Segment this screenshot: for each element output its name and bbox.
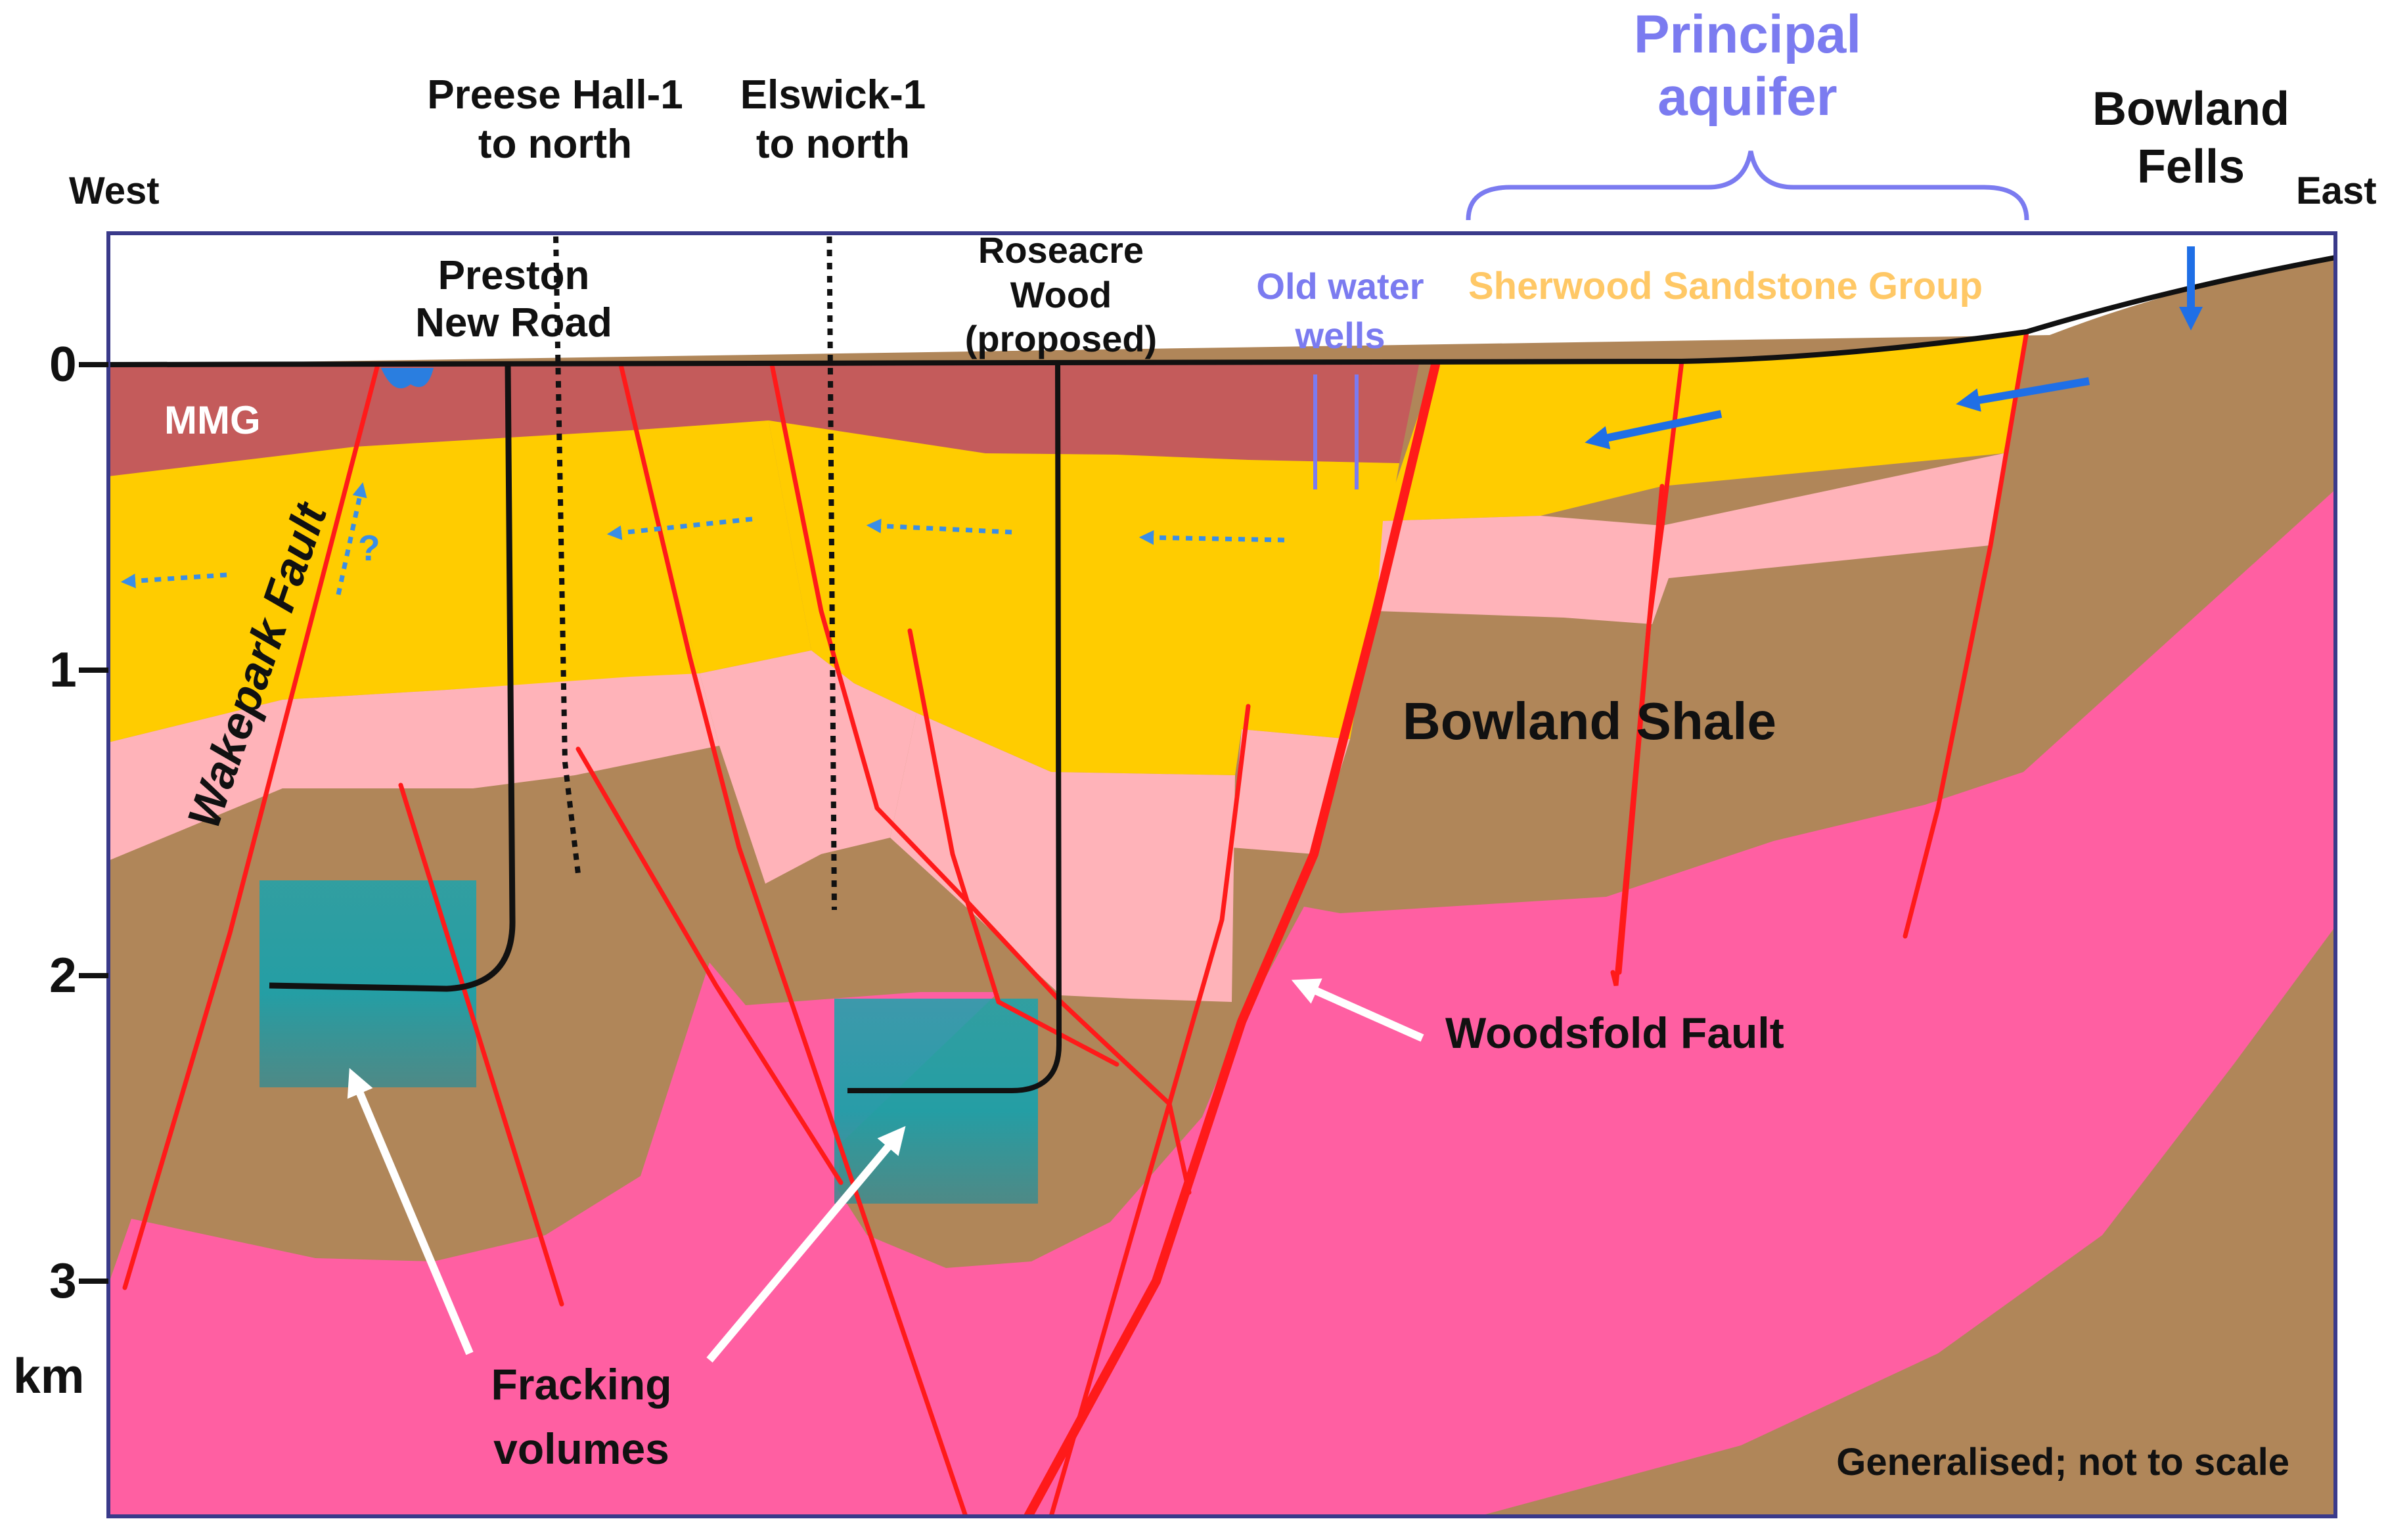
label-bowland-fells-1: Bowland bbox=[2092, 83, 2289, 135]
depth-unit: km bbox=[13, 1348, 84, 1403]
fault-line bbox=[618, 362, 968, 1516]
dotted-flow-arrow-up bbox=[336, 482, 367, 595]
label-bowland-fells-2: Fells bbox=[2137, 141, 2245, 193]
dotted-flow-arrow bbox=[120, 572, 227, 589]
aquifer-brace bbox=[1466, 150, 2029, 221]
fault-line bbox=[398, 782, 564, 1307]
dotted-elswick bbox=[826, 233, 837, 911]
sherwood-sandstone-mid bbox=[631, 420, 811, 673]
label-woodsfold-fault: Woodsfold Fault bbox=[1445, 1008, 1784, 1057]
wakepark-fault-line bbox=[122, 362, 380, 1290]
flow-arrow-east bbox=[1956, 377, 2090, 412]
well-roseacre-wood bbox=[847, 364, 1062, 1093]
pointer-frack-east bbox=[706, 1125, 906, 1363]
label-fracking-volumes-2: volumes bbox=[493, 1424, 669, 1473]
question-mark: ? bbox=[358, 528, 380, 568]
sherwood-sandstone-east bbox=[1383, 332, 2027, 521]
label-old-water-wells-1: Old water bbox=[1256, 265, 1424, 307]
pointer-frack-west bbox=[347, 1068, 474, 1355]
label-preston-new-road-1: Preston bbox=[438, 253, 590, 298]
label-principal-aquifer-2: aquifer bbox=[1657, 67, 1837, 127]
label-elswick-2: to north bbox=[756, 122, 910, 167]
label-sherwood-sandstone: Sherwood Sandstone Group bbox=[1468, 265, 1983, 307]
strata-group bbox=[108, 233, 2335, 1516]
depth-axis: 0 1 2 3 km bbox=[13, 336, 108, 1403]
label-roseacre-2: Wood bbox=[1010, 274, 1112, 315]
ground-surface bbox=[108, 255, 2336, 367]
label-elswick-1: Elswick-1 bbox=[740, 72, 926, 118]
woodsfold-fault-line bbox=[1024, 360, 1440, 1516]
pointer-woodsfold bbox=[1291, 978, 1424, 1042]
pink-layer-mid bbox=[700, 650, 916, 884]
pink-layer-east bbox=[1376, 453, 2004, 624]
label-east: East bbox=[2296, 170, 2377, 212]
surface-water-pond bbox=[381, 368, 434, 389]
mmg-layer bbox=[108, 365, 1419, 476]
dotted-flow-arrow bbox=[606, 516, 753, 540]
basement-layer bbox=[108, 489, 2335, 1516]
label-fracking-volumes-1: Fracking bbox=[491, 1360, 671, 1409]
well-preston-new-road bbox=[269, 364, 516, 992]
label-preston-new-road-2: New Road bbox=[415, 300, 612, 346]
depth-label-2: 2 bbox=[49, 947, 77, 1003]
dotted-flow-arrow bbox=[1138, 530, 1285, 545]
label-bowland-shale: Bowland Shale bbox=[1403, 692, 1776, 750]
pink-layer-west bbox=[108, 673, 719, 861]
label-preese-hall-2: to north bbox=[478, 122, 632, 167]
fault-line bbox=[1048, 704, 1251, 1516]
label-roseacre-3: (proposed) bbox=[965, 318, 1157, 359]
depth-label-0: 0 bbox=[49, 336, 77, 392]
label-west: West bbox=[69, 170, 160, 212]
sherwood-sandstone-west bbox=[108, 430, 700, 742]
label-note: Generalised; not to scale bbox=[1836, 1441, 2289, 1483]
label-old-water-wells-2: wells bbox=[1295, 315, 1385, 356]
depth-label-3: 3 bbox=[49, 1253, 77, 1308]
label-roseacre-1: Roseacre bbox=[978, 229, 1144, 271]
fault-line bbox=[1617, 484, 1665, 975]
fault-line bbox=[575, 746, 844, 1185]
fault-line bbox=[1903, 329, 2029, 939]
pink-layer-central bbox=[890, 713, 1235, 1002]
flow-arrow-aquifer bbox=[1585, 410, 1723, 449]
label-preese-hall-1: Preese Hall-1 bbox=[427, 72, 683, 118]
sherwood-sandstone-central bbox=[769, 420, 1399, 775]
depth-label-1: 1 bbox=[49, 642, 77, 697]
dotted-flow-arrow bbox=[866, 518, 1012, 535]
label-mmg: MMG bbox=[164, 398, 261, 442]
dotted-preese-hall bbox=[552, 233, 581, 874]
label-principal-aquifer-1: Principal bbox=[1634, 5, 1861, 64]
section-frame bbox=[106, 231, 2337, 1518]
faults bbox=[122, 329, 2029, 1516]
